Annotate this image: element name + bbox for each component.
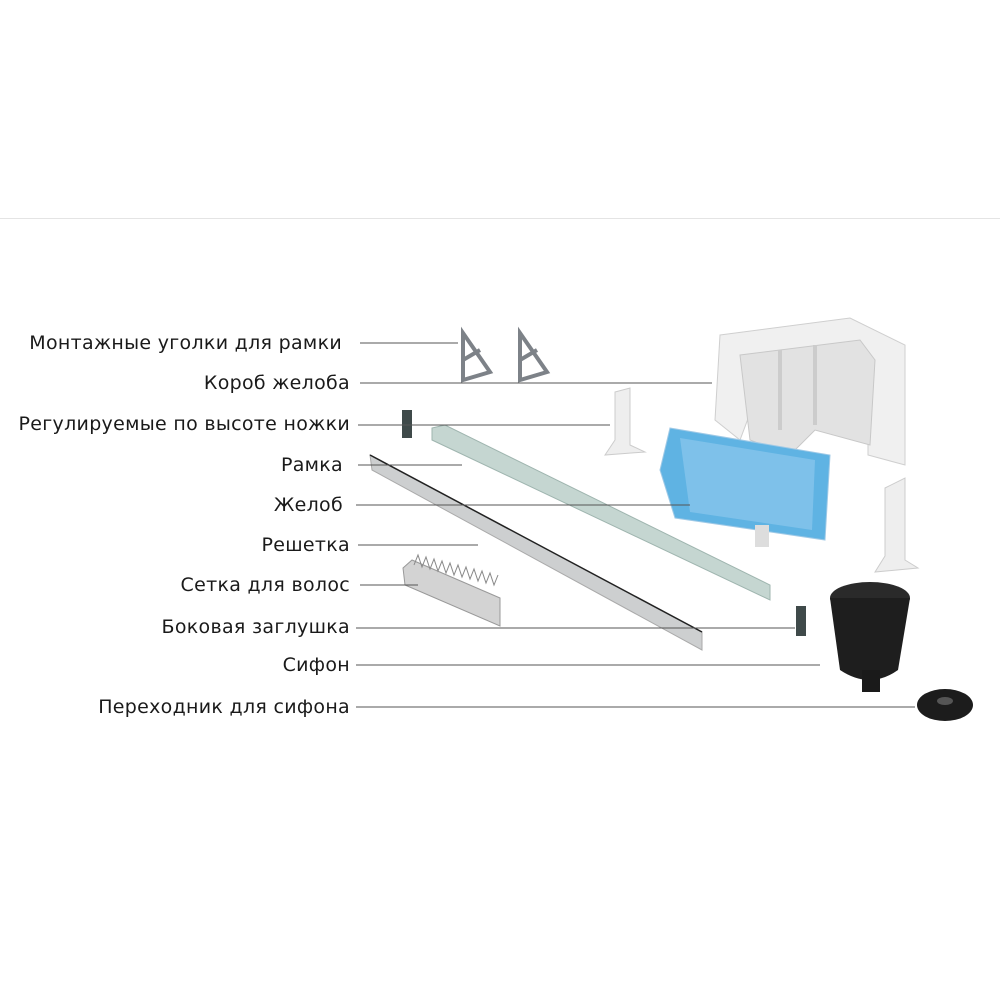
adjustable-leg-images bbox=[604, 387, 920, 573]
siphon-image bbox=[830, 582, 910, 692]
mounting-bracket-images bbox=[461, 326, 551, 383]
label-mounting-brackets: Монтажные уголки для рамки bbox=[29, 332, 342, 354]
siphon-adapter-image bbox=[917, 689, 973, 721]
label-siphon-adapter: Переходник для сифона bbox=[98, 696, 350, 718]
label-channel: Желоб bbox=[273, 494, 343, 516]
label-adjustable-legs: Регулируемые по высоте ножки bbox=[18, 413, 350, 435]
channel-box-image bbox=[714, 317, 906, 466]
adjustable-leg-clip-image bbox=[402, 410, 412, 438]
label-end-cap: Боковая заглушка bbox=[161, 616, 350, 638]
label-hair-strainer: Сетка для волос bbox=[180, 574, 350, 596]
end-cap-image bbox=[796, 606, 806, 636]
label-siphon: Сифон bbox=[282, 654, 350, 676]
label-channel-box: Короб желоба bbox=[203, 372, 350, 394]
leader-lines bbox=[356, 342, 915, 708]
label-grate: Решетка bbox=[261, 534, 350, 556]
channel-image bbox=[659, 427, 831, 547]
label-frame: Рамка bbox=[280, 454, 343, 476]
hair-strainer-image bbox=[402, 553, 501, 627]
top-divider bbox=[0, 218, 1000, 219]
